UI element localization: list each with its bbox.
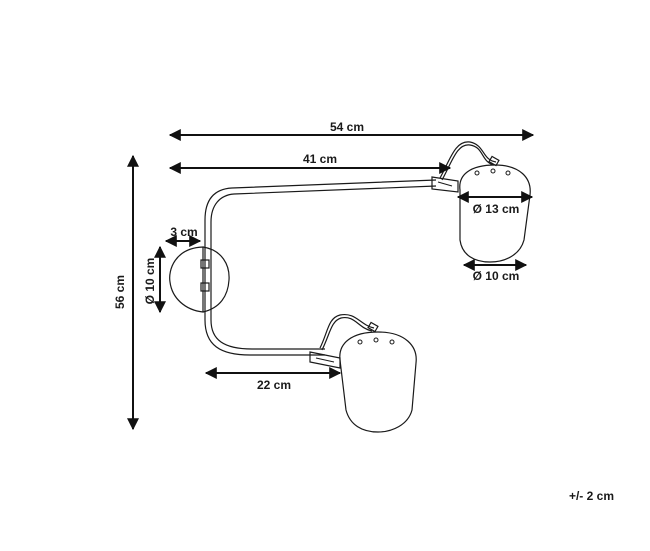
- lamp-arm-outer: [204, 179, 437, 356]
- tolerance-note: +/- 2 cm: [569, 489, 614, 503]
- wall-base-plate: [169, 246, 204, 313]
- label-height: 56 cm: [113, 275, 127, 309]
- lamp-arm-inner: [210, 185, 437, 350]
- lower-cable: [319, 313, 375, 349]
- label-total-width: 54 cm: [330, 120, 364, 134]
- dimension-height: 56 cm: [113, 154, 139, 431]
- label-base-diameter: Ø 10 cm: [143, 258, 157, 305]
- upper-cable: [439, 141, 497, 179]
- lamp-drawing: [169, 141, 531, 433]
- dimension-base-diameter: Ø 10 cm: [143, 245, 166, 314]
- dimension-lower-arm-length: 22 cm: [204, 367, 342, 392]
- dimension-arm-length: 41 cm: [168, 152, 452, 174]
- label-lower-arm-length: 22 cm: [257, 378, 291, 392]
- dimension-total-width: 54 cm: [168, 120, 535, 141]
- upper-shade: [459, 164, 531, 263]
- lower-shade: [339, 331, 417, 433]
- label-shade-bottom-diameter: Ø 10 cm: [473, 269, 520, 283]
- dimension-shade-bottom-diameter: Ø 10 cm: [462, 259, 528, 283]
- label-shade-top-diameter: Ø 13 cm: [473, 202, 520, 216]
- label-arm-length: 41 cm: [303, 152, 337, 166]
- dimension-base-depth: 3 cm: [164, 225, 202, 247]
- label-base-depth: 3 cm: [170, 225, 197, 239]
- dimension-shade-top-diameter: Ø 13 cm: [456, 191, 534, 216]
